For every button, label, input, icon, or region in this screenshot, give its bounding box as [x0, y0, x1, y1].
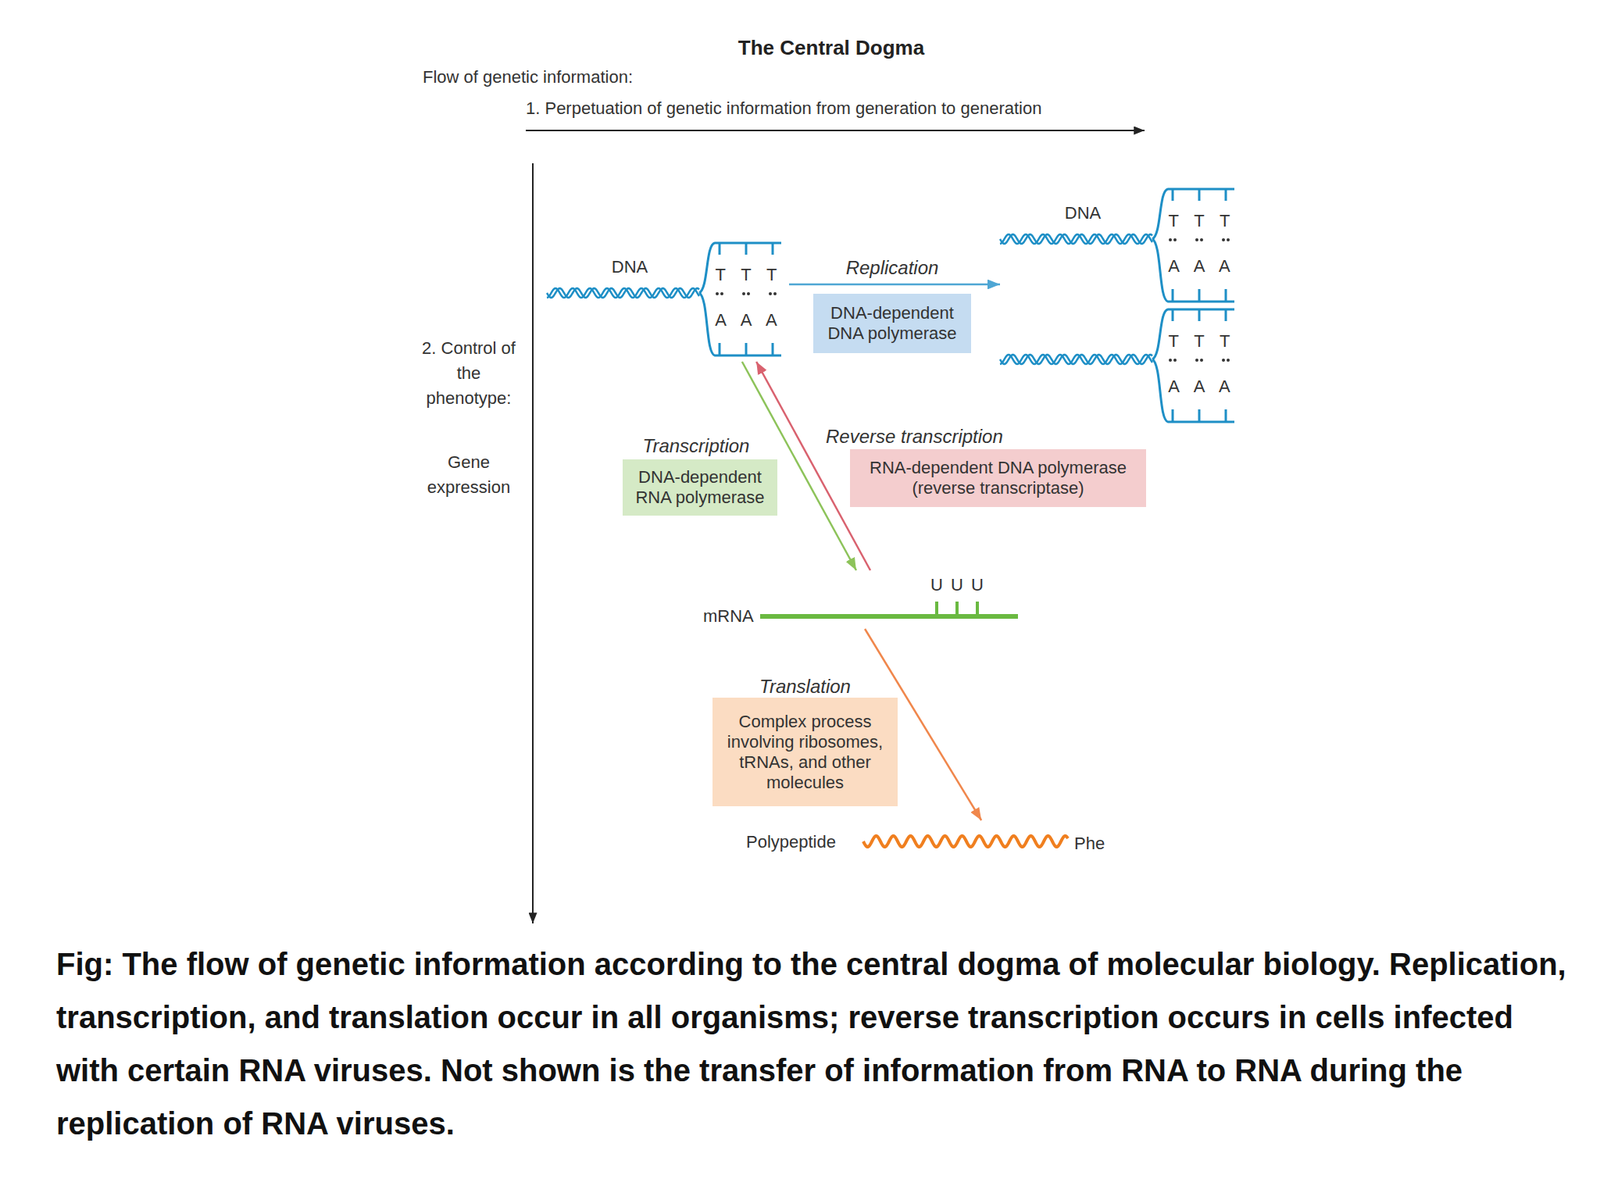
base-tick	[1171, 189, 1175, 201]
amino-acid-label: Phe	[1074, 832, 1118, 854]
transcription-arrow	[742, 361, 857, 571]
base-tick	[1171, 289, 1175, 302]
hydrogen-bond-dot	[768, 292, 772, 296]
base-row: T T T	[707, 264, 786, 286]
enzyme-name: RNA-dependent DNA polymerase (reverse tr…	[850, 449, 1147, 508]
hydrogen-bond-dot	[1226, 238, 1230, 242]
base-tick	[935, 601, 939, 617]
mrna-strand: mRNA U U U	[703, 570, 1024, 629]
dna-label: DNA	[1047, 202, 1118, 224]
base-row: A A A	[1160, 375, 1239, 397]
enzyme-name: Complex process involving ribosomes, tRN…	[712, 697, 898, 807]
base-tick	[1198, 309, 1201, 322]
helix-strand	[1000, 354, 1153, 365]
enzyme-box: Reverse transcriptionRNA-dependent DNA p…	[850, 449, 1147, 508]
translation-arrow	[864, 628, 982, 821]
base-tick	[975, 601, 979, 617]
axis-label: 2. Control of the phenotype:	[417, 335, 520, 411]
hydrogen-bond-dot	[720, 292, 724, 296]
base-tick	[1198, 289, 1201, 302]
helix-strand	[546, 288, 700, 298]
hydrogen-bond-dot	[1221, 238, 1225, 242]
base-row: T T T	[1160, 210, 1239, 232]
hydrogen-bond-dot	[1173, 238, 1177, 242]
base-tick	[745, 242, 748, 255]
hydrogen-bond-dot	[1200, 358, 1204, 362]
generation-arrow	[525, 129, 1145, 132]
replication-arrow	[789, 283, 1000, 286]
enzyme-box: ReplicationDNA-dependent DNA polymerase	[813, 293, 972, 354]
hydrogen-bond-dot	[746, 292, 750, 296]
hydrogen-bond-dot	[773, 292, 777, 296]
polypeptide-wave	[863, 835, 1068, 847]
base-tick	[1225, 409, 1228, 422]
figure-caption: Fig: The flow of genetic information acc…	[56, 937, 1572, 1150]
dna-illustration	[546, 236, 790, 362]
dna-molecule: DNA T T T A A A	[546, 236, 790, 362]
enzyme-name: DNA-dependent RNA polymerase	[622, 459, 778, 516]
base-row: A A A	[707, 309, 786, 331]
hydrogen-bond-dot	[1173, 358, 1177, 362]
expression-arrow	[532, 163, 534, 924]
mrna-label: mRNA	[703, 605, 760, 627]
hydrogen-bond-dot	[1226, 358, 1230, 362]
hydrogen-bond-dot	[1221, 358, 1225, 362]
reverse-transcription-arrow	[756, 361, 871, 571]
helix-strand	[1000, 234, 1153, 244]
helix-strand	[1000, 234, 1153, 244]
polypeptide-chain: Polypeptide Phe	[746, 820, 1118, 864]
polypeptide-label: Polypeptide	[746, 831, 860, 853]
base-tick	[718, 242, 722, 255]
diagram-title: The Central Dogma	[675, 35, 988, 60]
process-box: TranslationComplex process involving rib…	[712, 697, 898, 807]
base-tick	[718, 342, 722, 356]
enzyme-box: TranscriptionDNA-dependent RNA polymeras…	[622, 459, 778, 516]
base-row: A A A	[1160, 255, 1239, 277]
hydrogen-bond-dot	[742, 292, 746, 296]
enzyme-name: DNA-dependent DNA polymerase	[813, 293, 972, 354]
flow-heading: Flow of genetic information:	[422, 66, 751, 88]
hydrogen-bond-dot	[1195, 358, 1199, 362]
dna-molecule: T T T A A A	[1000, 303, 1243, 429]
step-heading: Replication	[797, 257, 987, 279]
helix-strand	[1000, 354, 1153, 365]
hydrogen-bond-dot	[1168, 238, 1172, 242]
hydrogen-bond-dot	[1195, 238, 1199, 242]
step-heading: Translation	[712, 675, 898, 698]
helix-strand	[546, 288, 700, 298]
axis-label: Gene expression	[417, 450, 520, 500]
dna-illustration	[1000, 182, 1243, 308]
base-tick	[1225, 189, 1228, 201]
dna-illustration	[1000, 303, 1243, 429]
base-tick	[745, 342, 748, 356]
base-tick	[1171, 309, 1175, 322]
step-heading: Reverse transcription	[825, 425, 1061, 448]
base-tick	[955, 601, 959, 617]
base-tick	[771, 342, 775, 356]
step-heading: Transcription	[614, 435, 778, 458]
base-tick	[1171, 409, 1175, 422]
dna-molecule: DNA T T T A A A	[1000, 182, 1243, 308]
dna-label: DNA	[594, 256, 665, 278]
axis-label: 1. Perpetuation of genetic information f…	[525, 97, 1229, 119]
base-row: T T T	[1160, 330, 1239, 352]
base-tick	[1198, 189, 1201, 201]
hydrogen-bond-dot	[1168, 358, 1172, 362]
base-tick	[771, 242, 775, 255]
base-tick	[1225, 289, 1228, 302]
hydrogen-bond-dot	[715, 292, 719, 296]
codon-bases: U U U	[917, 574, 997, 596]
hydrogen-bond-dot	[1200, 238, 1204, 242]
mrna-line	[760, 614, 1018, 619]
base-tick	[1198, 409, 1201, 422]
base-tick	[1225, 309, 1228, 322]
